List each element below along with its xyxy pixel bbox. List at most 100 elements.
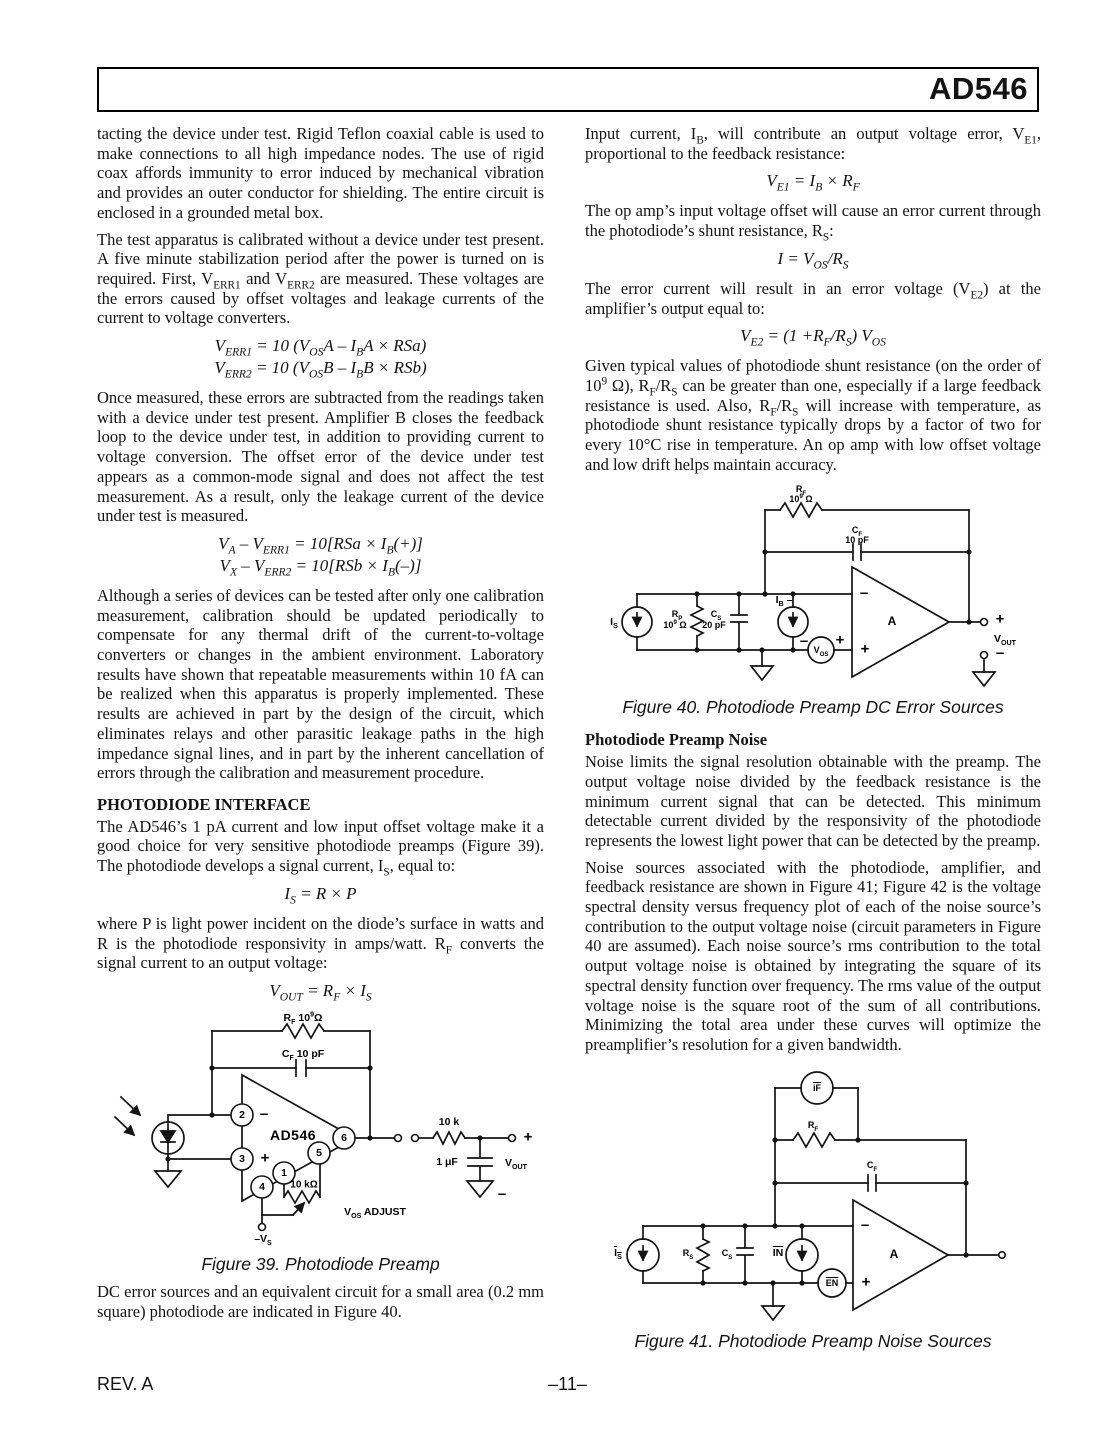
- equation: VE1 = IB × RF: [766, 171, 860, 194]
- figure-40: RF 109 Ω CF 10 pF IS RP 109 Ω CS 20 pF I…: [585, 482, 1041, 718]
- fig39-opamp-triangle: [241, 1073, 357, 1203]
- fig39-pin6-label: 6: [341, 1131, 347, 1144]
- figure-41-caption: Figure 41. Photodiode Preamp Noise Sourc…: [634, 1330, 992, 1351]
- fig40-circuit: RF 109 Ω CF 10 pF IS RP 109 Ω CS 20 pF I…: [585, 482, 1041, 692]
- body-paragraph: The op amp’s input voltage offset will c…: [585, 201, 1041, 244]
- fig41-if-label: iF: [813, 1082, 821, 1093]
- fig41-en-source: [817, 1267, 847, 1298]
- fig40-rp-resistor: [689, 605, 705, 638]
- body-paragraph: where P is light power incident on the d…: [97, 913, 545, 973]
- fig40-rp-label: RP: [671, 609, 683, 623]
- body-paragraph: The test apparatus is calibrated without…: [97, 229, 544, 328]
- fig41-cf-label: CF: [866, 1159, 878, 1173]
- fig41-rs-resistor: [695, 1237, 711, 1272]
- figure-40-caption: Figure 40. Photodiode Preamp DC Error So…: [622, 697, 1004, 718]
- equation: VERR2 = 10 (VOSB – IBB × RSb): [214, 358, 427, 381]
- fig39-10k-resistor: [431, 1130, 467, 1146]
- fig40-ground: [749, 665, 775, 682]
- fig39-chip-label: AD546: [269, 1126, 317, 1143]
- fig39-pin4-label: 4: [259, 1180, 265, 1193]
- fig40-is-source: [621, 606, 653, 639]
- fig39-rf-resistor: [280, 1022, 326, 1040]
- body-paragraph: tacting the device under test. Rigid Tef…: [97, 124, 544, 222]
- equation: IS = R × P: [284, 883, 357, 907]
- fig40-cf-value: 10 pF: [845, 535, 869, 546]
- body-paragraph: Although a series of devices can be test…: [97, 585, 544, 783]
- fig40-cs-label: CS: [710, 609, 722, 623]
- equation: VE2 = (1 +RF/RS) VOS: [740, 326, 886, 349]
- equation: VX – VERR2 = 10[RSb × IB(–)]: [219, 555, 422, 579]
- fig39-rf-label: RF 109Ω: [283, 1010, 323, 1026]
- fig39-rout-label: 10 k: [438, 1115, 460, 1128]
- fig39-pin2-label: 2: [239, 1108, 245, 1121]
- body-paragraph: Once measured, these errors are subtract…: [97, 388, 544, 526]
- fig39-out-plus-sign: +: [523, 1128, 533, 1146]
- fig41-inverting-sign: –: [860, 1216, 870, 1234]
- fig41-is-source: [626, 1237, 660, 1272]
- footer-revision: REV. A: [97, 1374, 154, 1394]
- fig39-vos-adjust-label: VOS ADJUST: [344, 1205, 406, 1220]
- fig40-inverting-sign: –: [859, 584, 869, 602]
- fig41-cs-label: CS: [721, 1247, 733, 1261]
- page-title: AD546: [929, 71, 1028, 106]
- fig39-terminal: [257, 1222, 267, 1232]
- body-paragraph: The error current will result in an erro…: [585, 278, 1042, 318]
- fig39-photodiode: [151, 1121, 185, 1155]
- fig39-light-arrow: [113, 1115, 136, 1137]
- equation: VOUT = RF × IS: [269, 980, 372, 1004]
- fig40-cf-capacitor: [852, 543, 862, 562]
- figure-39: RF 109Ω CF 10 pF AD546 2 3 6 5 1 4 – + 1…: [97, 1011, 544, 1275]
- fig39-pin2-circle: [230, 1103, 254, 1127]
- body-paragraph: Noise sources associated with the photod…: [585, 857, 1041, 1054]
- fig41-circuit-svg: [626, 1070, 1006, 1322]
- fig41-rf-label: RF: [807, 1119, 819, 1133]
- fig40-opamp-triangle: [851, 565, 951, 679]
- equation-block: VERR1 = 10 (VOSA – IBA × RSa) VERR2 = 10…: [97, 335, 544, 381]
- fig41-ground: [760, 1304, 786, 1322]
- fig41-cs-capacitor: [736, 1224, 754, 1284]
- fig40-amp-label: A: [887, 614, 897, 629]
- fig40-cf-label: CF: [851, 525, 863, 539]
- fig40-ib-label: IB –: [775, 594, 793, 609]
- equation-block: VE1 = IB × RF: [585, 170, 1041, 194]
- fig41-noninverting-sign: +: [861, 1273, 871, 1291]
- fig39-pin5-label: 5: [316, 1146, 322, 1159]
- fig41-rs-label: RS: [682, 1247, 694, 1261]
- fig39-pot-resistor: [282, 1189, 322, 1205]
- fig39-cout-label: 1 μF: [436, 1155, 458, 1168]
- fig39-noninverting-sign: +: [260, 1149, 270, 1167]
- fig40-terminal: [979, 651, 989, 660]
- fig40-vos-label: VOS: [813, 645, 829, 659]
- fig40-rf-value: 109 Ω: [789, 493, 813, 505]
- fig40-out-plus-sign: +: [995, 610, 1005, 628]
- body-paragraph: Given typical values of photodiode shunt…: [585, 356, 1041, 474]
- fig39-circuit-svg: [113, 1022, 517, 1232]
- fig40-terminal: [979, 618, 989, 627]
- fig41-en-label: EN: [825, 1277, 839, 1288]
- fig40-cs-value: 20 pF: [702, 620, 726, 631]
- fig40-rp-value: 109 Ω: [663, 619, 687, 631]
- fig40-rf-resistor: [778, 501, 824, 520]
- fig39-pin5-circle: [307, 1141, 331, 1165]
- fig40-ground: [971, 671, 997, 688]
- fig39-light-arrow: [119, 1095, 142, 1117]
- section-heading: PHOTODIODE INTERFACE: [97, 794, 311, 814]
- fig39-terminal: [393, 1133, 403, 1143]
- equation: VERR1 = 10 (VOSA – IBA × RSa): [214, 336, 427, 359]
- fig39-pot-label: 10 kΩ: [290, 1179, 318, 1191]
- body-paragraph: DC error sources and an equivalent circu…: [97, 1281, 544, 1321]
- fig39-circuit: RF 109Ω CF 10 pF AD546 2 3 6 5 1 4 – + 1…: [97, 1011, 544, 1249]
- fig39-pin1-label: 1: [281, 1166, 287, 1179]
- fig39-terminal: [507, 1133, 517, 1143]
- fig39-pin3-circle: [230, 1147, 254, 1171]
- body-paragraph: The AD546’s 1 pA current and low input o…: [97, 816, 544, 879]
- body-paragraph: Input current, IB, will contribute an ou…: [585, 124, 1041, 163]
- fig39-pin6-circle: [332, 1126, 356, 1150]
- equation-block: VE2 = (1 +RF/RS) VOS: [585, 325, 1041, 349]
- equation: I = VOS/RS: [777, 248, 849, 272]
- fig41-opamp-triangle: [852, 1198, 950, 1312]
- equation-block: VA – VERR1 = 10[RSa × IB(+)] VX – VERR2 …: [97, 533, 544, 579]
- fig39-1uf-capacitor: [467, 1137, 493, 1182]
- fig41-if-source: [800, 1070, 834, 1105]
- fig40-noninverting-sign: +: [860, 640, 870, 658]
